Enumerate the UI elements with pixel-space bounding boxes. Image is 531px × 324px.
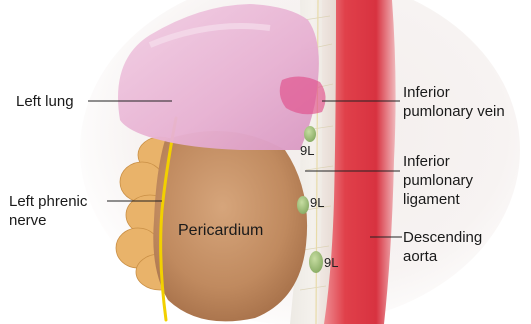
lymph-node-3	[309, 251, 323, 273]
label-left-phrenic-nerve-line2: nerve	[9, 211, 87, 230]
label-ligament-line3: ligament	[403, 190, 473, 209]
label-left-phrenic-nerve: Left phrenic nerve	[9, 192, 87, 230]
label-inferior-pulmonary-vein-line1: Inferior	[403, 83, 505, 102]
lymph-node-2	[297, 196, 309, 214]
node-label-9l-2: 9L	[310, 195, 324, 210]
node-label-9l-3: 9L	[324, 255, 338, 270]
label-pericardium: Pericardium	[178, 221, 263, 240]
label-ligament-line1: Inferior	[403, 152, 473, 171]
label-descending-aorta-line2: aorta	[403, 247, 482, 266]
label-ligament-line2: pumlonary	[403, 171, 473, 190]
label-left-lung: Left lung	[16, 92, 74, 111]
node-label-9l-1: 9L	[300, 143, 314, 158]
label-inferior-pulmonary-ligament: Inferior pumlonary ligament	[403, 152, 473, 209]
label-inferior-pulmonary-vein-line2: pumlonary vein	[403, 102, 505, 121]
lymph-node-1	[304, 126, 316, 142]
label-inferior-pulmonary-vein: Inferior pumlonary vein	[403, 83, 505, 121]
label-descending-aorta-line1: Descending	[403, 228, 482, 247]
label-left-phrenic-nerve-line1: Left phrenic	[9, 192, 87, 211]
label-descending-aorta: Descending aorta	[403, 228, 482, 266]
